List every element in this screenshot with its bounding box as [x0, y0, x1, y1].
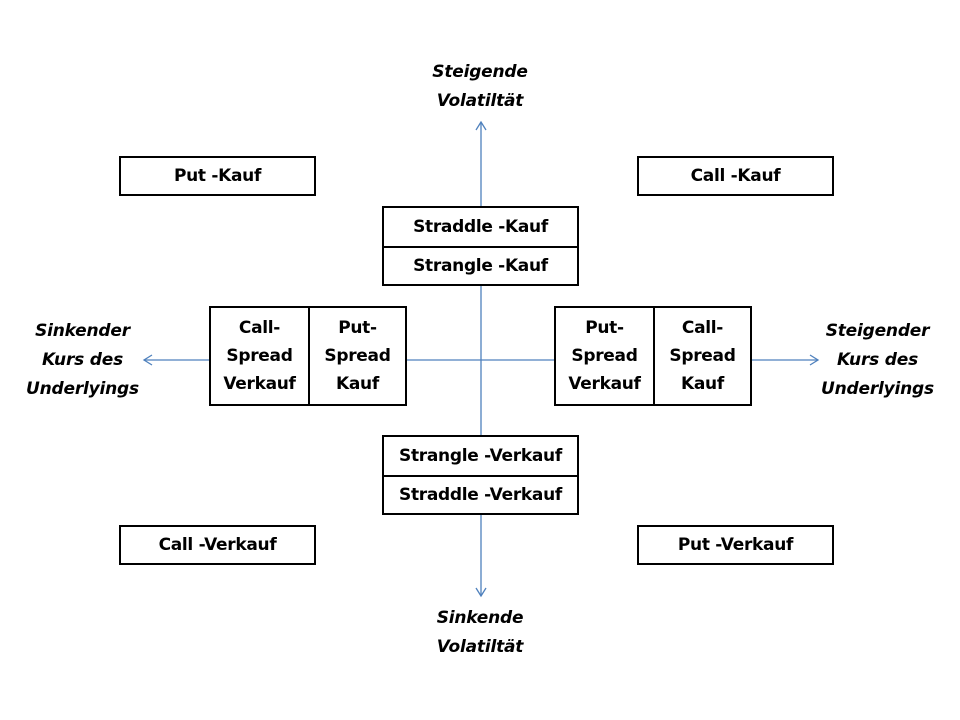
cell-strangle-verkauf: Strangle -Verkauf: [399, 446, 562, 466]
axis-label-top: Steigende Volatiltät: [432, 62, 528, 111]
cell-straddle-kauf: Straddle -Kauf: [413, 217, 548, 237]
cell-strangle-kauf: Strangle -Kauf: [384, 246, 577, 284]
box-put-kauf: Put -Kauf: [119, 156, 316, 196]
arrow-right-icon: [809, 354, 820, 366]
box-call-verkauf: Call -Verkauf: [119, 525, 316, 565]
box-volatility-sell-group: Strangle -Verkauf Straddle -Verkauf: [382, 435, 579, 515]
cell-straddle-verkauf: Straddle -Verkauf: [384, 475, 577, 513]
cell-put-spread-kauf: Put- Spread Kauf: [308, 308, 405, 404]
cell-put-spread-verkauf: Put- Spread Verkauf: [568, 318, 641, 394]
box-bearish-spread-group: Call- Spread Verkauf Put- Spread Kauf: [209, 306, 407, 406]
axis-label-bottom: Sinkende Volatiltät: [436, 608, 524, 657]
arrow-left-icon: [142, 354, 153, 366]
axis-label-left: Sinkender Kurs des Underlyings: [26, 321, 139, 399]
box-put-verkauf: Put -Verkauf: [637, 525, 834, 565]
box-volatility-buy-group: Straddle -Kauf Strangle -Kauf: [382, 206, 579, 286]
box-bullish-spread-group: Put- Spread Verkauf Call- Spread Kauf: [554, 306, 752, 406]
axis-label-right: Steigender Kurs des Underlyings: [821, 321, 934, 399]
arrow-down-icon: [475, 587, 487, 598]
cell-call-spread-verkauf: Call- Spread Verkauf: [223, 318, 296, 394]
cell-call-spread-kauf: Call- Spread Kauf: [653, 308, 750, 404]
box-call-kauf: Call -Kauf: [637, 156, 834, 196]
arrow-up-icon: [475, 120, 487, 131]
